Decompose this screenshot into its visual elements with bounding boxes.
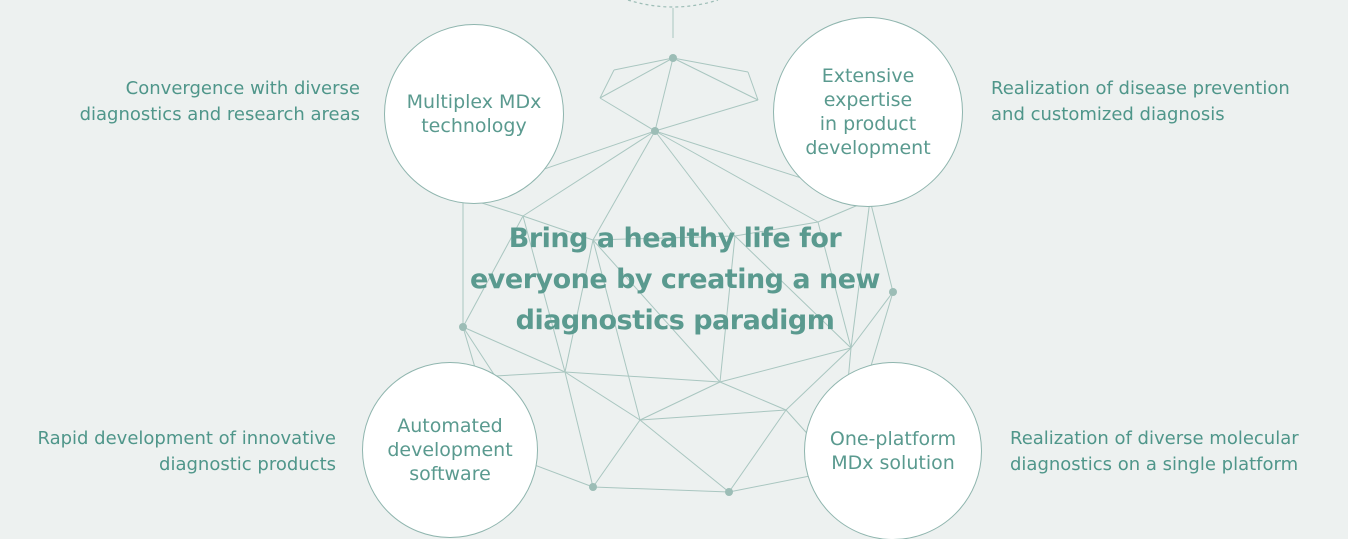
pillar-title-oneplatform: One-platform MDx solution [829,428,957,474]
network-node [459,323,467,331]
network-edge [850,291,894,349]
pillar-circle-expertise: Extensive expertise in product developme… [773,17,963,207]
network-edge [654,57,674,132]
pillar-circle-automated: Automated development software [362,362,538,538]
pillar-title-expertise: Extensive expertise in product developme… [805,65,931,159]
network-edge [462,215,524,328]
network-edge [817,221,852,349]
network-edge [592,130,656,241]
network-edge [592,419,641,488]
network-edge [639,409,787,421]
network-edge [719,381,787,411]
network-edge [719,347,852,383]
network-edge [654,130,736,237]
network-node [725,488,733,496]
network-edge [869,199,894,293]
pillar-circle-multiplex: Multiplex MDx technology [384,24,564,204]
network-edge [522,215,594,241]
network-edge [564,371,594,488]
pillar-circle-oneplatform: One-platform MDx solution [804,362,982,539]
network-edge [592,239,641,421]
center-mission-text: Bring a healthy life for everyone by cre… [469,223,881,336]
network-edge [613,57,674,71]
pillar-description-multiplex: Convergence with diverse diagnostics and… [79,78,360,125]
network-edge [747,71,759,101]
pillar-description-expertise: Realization of disease prevention and cu… [991,78,1290,125]
network-edge [654,99,759,132]
network-edge [639,381,721,421]
network-node [589,483,597,491]
network-edge [564,239,594,373]
network-edge [592,239,721,383]
network-edge [462,326,566,373]
network-edge [522,215,566,373]
network-edge [592,235,736,241]
network-node [669,54,677,62]
network-node [651,127,659,135]
network-edge [850,199,871,349]
network-edge [728,409,787,493]
network-edge [494,371,566,377]
network-edge [564,371,721,383]
network-edge [599,97,656,132]
network-edge [462,326,496,377]
network-edge [719,235,736,383]
pillar-description-automated: Rapid development of innovative diagnost… [37,428,336,475]
network-edge [734,221,819,237]
network-edge [734,235,852,349]
network-edge [564,371,641,421]
network-edge [599,57,674,99]
network-edge [672,57,749,73]
network-edge [522,130,656,217]
top-circle-arc [627,0,719,8]
pillar-title-automated: Automated development software [387,415,513,485]
network-node [889,288,897,296]
pillar-description-oneplatform: Realization of diverse molecular diagnos… [1010,428,1299,475]
network-edge [639,419,730,493]
network-edge [672,57,759,101]
network-edge [654,130,819,223]
pillar-title-multiplex: Multiplex MDx technology [406,91,542,137]
network-edge [599,69,615,99]
network-edge [592,486,730,493]
network-edge [785,347,852,411]
